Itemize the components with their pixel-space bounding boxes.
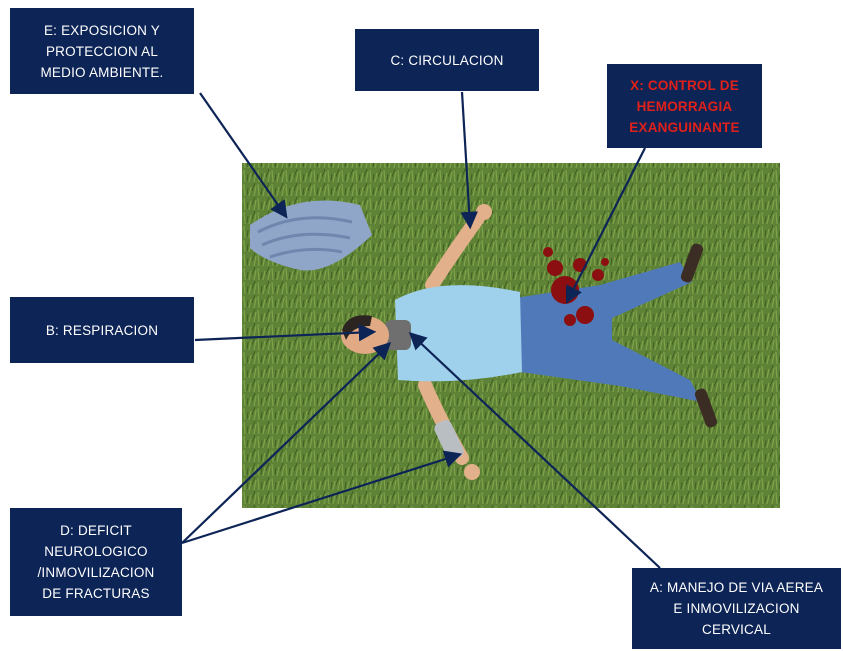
label-x-line2: HEMORRAGIA — [629, 96, 739, 117]
label-x-hemorragia: X: CONTROL DE HEMORRAGIA EXANGUINANTE — [607, 64, 762, 148]
label-d-line3: /INMOVILIZACION — [37, 562, 154, 583]
label-d-line2: NEUROLOGICO — [37, 541, 154, 562]
label-d-line1: D: DEFICIT — [37, 520, 154, 541]
label-d-deficit: D: DEFICIT NEUROLOGICO /INMOVILIZACION D… — [10, 508, 182, 616]
label-b-line1: B: RESPIRACION — [46, 320, 158, 341]
label-a-line2: E INMOVILIZACION — [650, 598, 823, 619]
label-e-exposicion: E: EXPOSICION Y PROTECCION AL MEDIO AMBI… — [10, 8, 194, 94]
label-x-line3: EXANGUINANTE — [629, 117, 739, 138]
label-c-line1: C: CIRCULACION — [390, 50, 503, 71]
label-e-line2: PROTECCION AL — [40, 41, 163, 62]
label-a-line3: CERVICAL — [650, 619, 823, 640]
label-a-via-aerea: A: MANEJO DE VIA AEREA E INMOVILIZACION … — [632, 568, 841, 649]
label-b-respiracion: B: RESPIRACION — [10, 297, 194, 363]
label-x-line1: X: CONTROL DE — [629, 75, 739, 96]
label-a-line1: A: MANEJO DE VIA AEREA — [650, 577, 823, 598]
label-d-line4: DE FRACTURAS — [37, 583, 154, 604]
label-c-circulacion: C: CIRCULACION — [355, 29, 539, 91]
label-e-line1: E: EXPOSICION Y — [40, 20, 163, 41]
label-e-line3: MEDIO AMBIENTE. — [40, 62, 163, 83]
